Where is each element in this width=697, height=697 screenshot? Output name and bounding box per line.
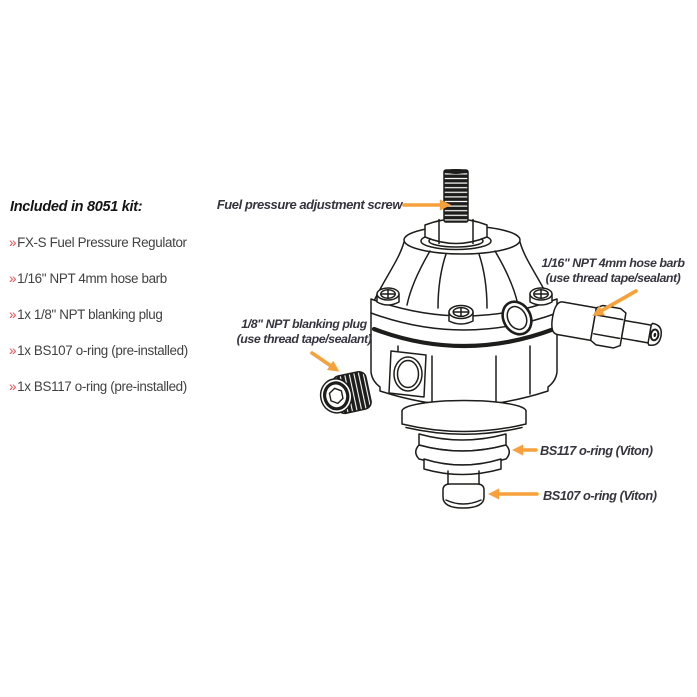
chevron-bullet-icon: » xyxy=(9,343,17,358)
bs107-oring-drawing xyxy=(442,470,485,509)
regulator-drawing xyxy=(370,169,558,509)
list-item-label: 1x 1/8" NPT blanking plug xyxy=(17,307,163,322)
list-item: »FX-S Fuel Pressure Regulator xyxy=(9,236,241,250)
callout-blanking-plug-line1: 1/8" NPT blanking plug xyxy=(241,317,367,331)
arrow-hose-barb xyxy=(592,289,638,316)
list-item-label: 1x BS107 o-ring (pre-installed) xyxy=(17,343,188,358)
hose-barb-drawing xyxy=(551,301,663,349)
chevron-bullet-icon: » xyxy=(9,307,17,322)
body-drawing xyxy=(370,287,558,407)
arrow-blanking-plug xyxy=(310,351,340,372)
list-item: »1x 1/8" NPT blanking plug xyxy=(9,308,241,322)
callout-hose-barb: 1/16" NPT 4mm hose barb (use thread tape… xyxy=(532,256,694,286)
callout-blanking-plug-line2: (use thread tape/sealant) xyxy=(236,332,372,346)
list-item-label: FX-S Fuel Pressure Regulator xyxy=(17,235,187,250)
list-item-label: 1/16" NPT 4mm hose barb xyxy=(17,271,167,286)
list-item-label: 1x BS117 o-ring (pre-installed) xyxy=(17,379,187,394)
callout-hose-barb-line2: (use thread tape/sealant) xyxy=(545,271,681,285)
adjustment-screw-drawing xyxy=(420,169,492,251)
chevron-bullet-icon: » xyxy=(9,271,17,286)
kit-list-heading: Included in 8051 kit: xyxy=(10,199,143,215)
chevron-bullet-icon: » xyxy=(9,235,17,250)
chevron-bullet-icon: » xyxy=(9,379,17,394)
gauge-port-drawing xyxy=(501,300,533,336)
callout-adjustment-screw: Fuel pressure adjustment screw xyxy=(216,197,403,212)
bottom-flange-drawing xyxy=(401,399,527,435)
bs117-oring-drawing xyxy=(415,433,510,476)
callout-bs107-oring: BS107 o-ring (Viton) xyxy=(543,488,657,503)
blanking-plug-drawing xyxy=(319,370,372,415)
callout-bs117-oring: BS117 o-ring (Viton) xyxy=(540,443,653,458)
callout-hose-barb-line1: 1/16" NPT 4mm hose barb xyxy=(541,256,685,270)
kit-contents-list: Included in 8051 kit: »FX-S Fuel Pressur… xyxy=(9,200,241,416)
list-item: »1x BS117 o-ring (pre-installed) xyxy=(9,380,241,394)
callout-blanking-plug: 1/8" NPT blanking plug (use thread tape/… xyxy=(228,317,380,347)
list-item: »1/16" NPT 4mm hose barb xyxy=(9,272,241,286)
list-item: »1x BS107 o-ring (pre-installed) xyxy=(9,344,241,358)
flange-screws-drawing xyxy=(376,287,553,325)
